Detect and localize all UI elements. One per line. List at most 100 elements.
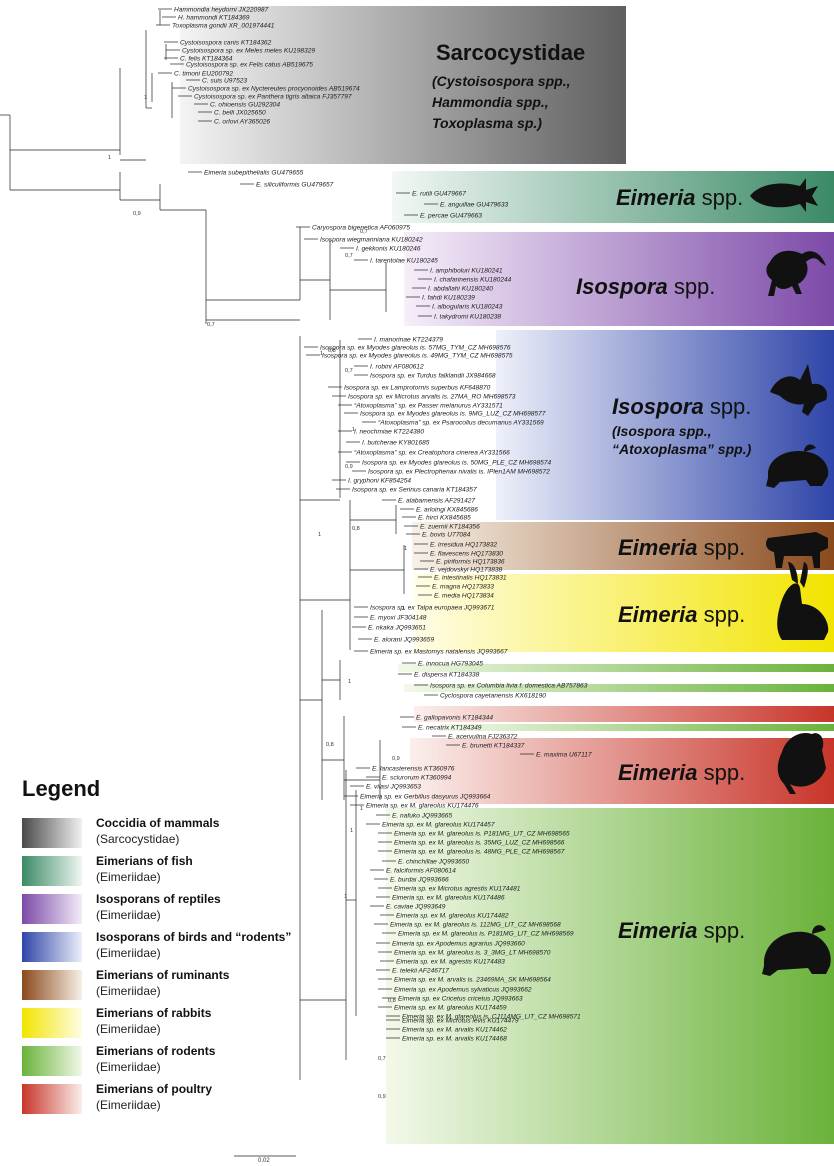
leaf-label: E. nkaka JQ993651 — [368, 624, 426, 631]
legend-label: Isosporans of birds and “rodents” — [96, 930, 291, 944]
support-value: 1 — [318, 532, 321, 538]
legend-item: Eimerians of rabbits (Eimeriidae) — [22, 1004, 322, 1044]
legend-item: Coccidia of mammals (Sarcocystidae) — [22, 814, 322, 854]
legend-label: Coccidia of mammals — [96, 816, 219, 830]
support-value: 1 — [352, 427, 355, 433]
legend-item: Eimerians of poultry(Eimeriidae) — [22, 1080, 322, 1120]
support-value: 0,7 — [345, 253, 353, 259]
leaf-label: Isospora sp. ex Myodes glareolus is. 50M… — [362, 459, 551, 466]
leaf-label: Eimeria sp. ex M. glareolus KU174459 — [394, 1004, 507, 1011]
clade-title-reptile: Isospora spp. — [576, 274, 715, 299]
leaf-label: E. media HQ173834 — [434, 592, 494, 599]
leaf-label: Isospora sp. ex Turdus falklandii JX9846… — [370, 372, 496, 379]
leaf-label: Eimeria sp. ex M. arvalis is. 23469MA_SK… — [394, 976, 551, 983]
leaf-label: Eimeria sp. ex M. arvalis KU174468 — [402, 1035, 507, 1042]
legend-sublabel: (Eimeriidae) — [96, 908, 161, 922]
leaf-label: Hammondia heydorni JX220987 — [174, 6, 269, 13]
legend-swatch — [22, 818, 82, 848]
legend-item: Isosporans of birds and “rodents”(Eimeri… — [22, 928, 322, 968]
leaf-label: C. suis U97523 — [202, 77, 247, 84]
leaf-label: Eimeria sp. ex M. glareolus KU174486 — [392, 894, 505, 901]
leaf-label: Cystoisospora sp. ex Meles meles KU19832… — [182, 47, 315, 54]
legend-sublabel: (Eimeriidae) — [96, 1022, 161, 1036]
leaf-label: E. innocua HG793045 — [418, 660, 483, 667]
clade-title-rumin: Eimeria spp. — [618, 535, 745, 560]
leaf-label: Eimeria sp. ex M. glareolus is. 35MG_LUZ… — [394, 839, 565, 846]
leaf-label: I. tarentolae KU180245 — [370, 257, 438, 264]
clade-title-sarcocystidae: Sarcocystidae — [436, 40, 585, 65]
clade-subtitle: Toxoplasma sp.) — [432, 115, 542, 131]
leaf-label: Isospora sp. ex Serinus canaria KT184357 — [352, 486, 477, 493]
leaf-label: Isospora sp. ex Myodes glareolus is. 57M… — [320, 344, 511, 351]
legend-label: Eimerians of ruminants — [96, 968, 229, 982]
support-value: 0,7 — [360, 229, 368, 235]
leaf-label: I. butcherae KY801685 — [362, 439, 430, 446]
legend-sublabel: (Eimeriidae) — [96, 870, 161, 884]
leaf-label: E. alabamensis AF291427 — [398, 497, 475, 504]
support-value: 1 — [360, 806, 363, 812]
leaf-label: “Atoxoplasma” sp. ex Creatophora cinerea… — [354, 449, 510, 456]
leaf-label: I. gryphoni KF854254 — [348, 477, 411, 484]
legend-label: Isosporans of reptiles — [96, 892, 221, 906]
legend-sublabel: (Eimeriidae) — [96, 984, 161, 998]
leaf-label: I. takydromi KU180238 — [434, 313, 501, 320]
leaf-label: Cystoisospora canis KT184362 — [180, 39, 272, 46]
leaf-label: Eimeria sp. ex M. agrestis KU174483 — [396, 958, 505, 965]
leaf-label: E. anguillae GU479633 — [440, 201, 509, 208]
support-value: 1 — [344, 894, 347, 900]
support-value: 0,8 — [328, 348, 336, 354]
leaf-label: E. necatrix KT184349 — [418, 724, 482, 731]
leaf-label: Eimeria sp. ex M. arvalis KU174462 — [402, 1026, 507, 1033]
leaf-label: Eimeria subepithelialis GU479655 — [204, 169, 304, 176]
leaf-label: I. neochmiae KT224380 — [354, 428, 424, 435]
leaf-label: Eimeria sp. ex Gerbillus dasyurus JQ9936… — [360, 793, 491, 800]
leaf-label: E. falciformis AF080614 — [386, 867, 456, 874]
legend-item: Eimerians of ruminants (Eimeriidae) — [22, 966, 322, 1006]
support-value: 0,9 — [378, 1094, 386, 1100]
leaf-label: Isospora sp. ex Myodes glareolus is. 49M… — [322, 352, 513, 359]
support-value: 0,8 — [352, 526, 360, 532]
support-value: 0,7 — [378, 1056, 386, 1062]
leaf-label: E. irresidua HQ173832 — [430, 541, 497, 548]
legend-label: Eimerians of rabbits — [96, 1006, 211, 1020]
leaf-label: E. intestinalis HQ173831 — [434, 574, 507, 581]
support-value: 0,9 — [392, 756, 400, 762]
legend-swatch — [22, 1084, 82, 1114]
leaf-label: E. vilasi JQ993653 — [366, 783, 421, 790]
leaf-label: Isospora sp. ex Microtus arvalis is. 27M… — [348, 393, 516, 400]
leaf-label: Isospora sp. ex Columbia livia f. domest… — [430, 682, 588, 689]
support-value: 0,9 — [133, 211, 141, 217]
legend-label: Eimerians of fish — [96, 854, 193, 868]
leaf-label: Cystoisospora sp. ex Nyctereutes procyon… — [188, 85, 360, 92]
legend-swatch — [22, 970, 82, 1000]
legend-swatch — [22, 1008, 82, 1038]
support-value: 0,8 — [388, 998, 396, 1004]
leaf-label: Isospora sp. ex Myodes glareolus is. 9MG… — [360, 410, 546, 417]
legend-swatch — [22, 856, 82, 886]
leaf-label: E. nafuko JQ993665 — [392, 812, 452, 819]
clade-title-fish: Eimeria spp. — [616, 185, 743, 210]
legend-sublabel: (Sarcocystidae) — [96, 832, 179, 846]
leaf-label: I. gekkonis KU180246 — [356, 245, 421, 252]
scale-bar-label: 0.02 — [258, 1158, 270, 1164]
clade-subtitle: “Atoxoplasma” spp.) — [612, 441, 752, 457]
leaf-label: E. rutili GU479667 — [412, 190, 466, 197]
support-value: 0,7 — [345, 368, 353, 374]
leaf-label: Isospora wiegmanniana KU180242 — [320, 236, 423, 243]
leaf-label: C. orlovi AY365026 — [214, 118, 270, 125]
leaf-label: Isospora sp. ex Plectrophenax nivalis is… — [368, 468, 550, 475]
legend-swatch — [22, 894, 82, 924]
leaf-label: Toxoplasma gondii XR_001974441 — [172, 22, 275, 29]
legend-label: Eimerians of rodents — [96, 1044, 215, 1058]
leaf-label: E. vejdovskyi HQ173838 — [430, 566, 503, 573]
leaf-label: C. timoni EU200792 — [174, 70, 233, 77]
leaf-label: Eimeria sp. ex Apodemus agrarius JQ99366… — [392, 940, 525, 947]
leaf-label: I. manorinae KT224379 — [374, 336, 443, 343]
leaf-label: I. albogularis KU180243 — [432, 303, 503, 310]
leaf-label: E. burdai JQ993666 — [390, 876, 449, 883]
support-value: 0,8 — [326, 742, 334, 748]
leaf-label: Eimeria sp. ex M. glareolus is. 48MG_PLE… — [394, 848, 565, 855]
support-value: 0,7 — [207, 322, 215, 328]
legend-item: Isosporans of reptiles (Eimeriidae) — [22, 890, 322, 930]
clade-title-rabbit: Eimeria spp. — [618, 602, 745, 627]
